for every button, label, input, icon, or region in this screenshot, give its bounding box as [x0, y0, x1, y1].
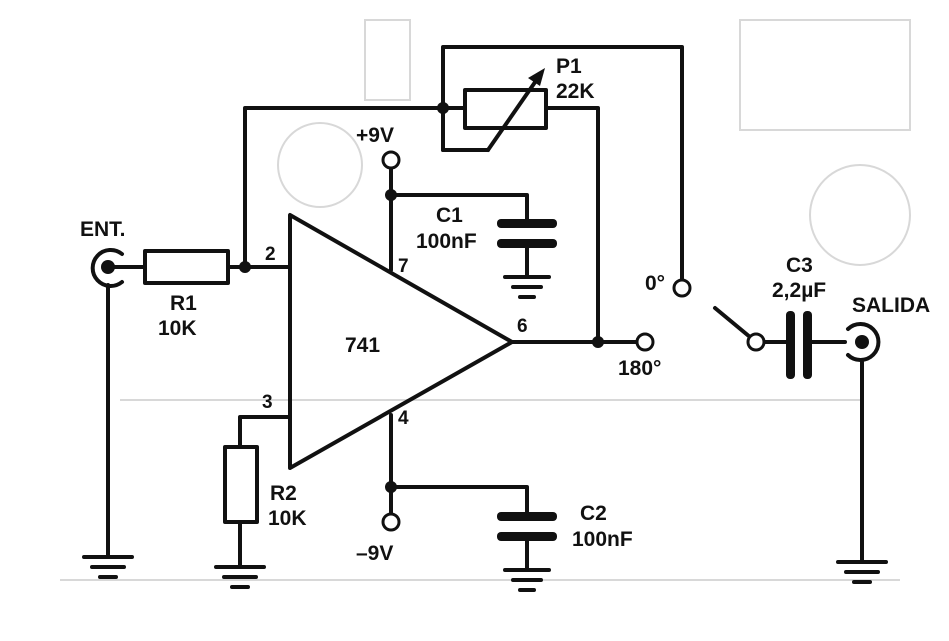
ground-symbol-r2 — [214, 565, 266, 589]
background-bleed — [60, 19, 911, 581]
c3-name: C3 — [786, 254, 813, 277]
r2-value: 10K — [268, 507, 307, 530]
output-180-terminal — [635, 332, 655, 352]
pin-7-label: 7 — [398, 256, 409, 277]
vplus-terminal — [381, 150, 401, 170]
pin-3-label: 3 — [262, 392, 273, 413]
c2-value: 100nF — [572, 528, 633, 551]
pin-2-label: 2 — [265, 244, 276, 265]
capacitor-c3 — [786, 311, 812, 379]
ground-symbol-input — [82, 555, 134, 579]
phase-180-label: 180° — [618, 357, 661, 380]
wires — [106, 45, 864, 570]
switch-0-contact — [672, 278, 692, 298]
p1-value: 22K — [556, 80, 595, 103]
r1-name: R1 — [170, 292, 197, 315]
capacitor-c1 — [497, 219, 557, 248]
c2-name: C2 — [580, 502, 607, 525]
junction-dots — [239, 102, 604, 493]
r1-value: 10K — [158, 317, 197, 340]
c1-value: 100nF — [416, 230, 477, 253]
resistor-r1 — [143, 249, 230, 285]
c3-value: 2,2µF — [772, 279, 826, 302]
vminus-terminal — [381, 512, 401, 532]
pin-4-label: 4 — [398, 408, 409, 429]
switch-common-contact — [746, 332, 766, 352]
phase-0-label: 0° — [645, 272, 665, 295]
c1-name: C1 — [436, 204, 463, 227]
opamp-741 — [288, 213, 514, 470]
vplus-label: +9V — [356, 124, 394, 147]
pin-6-label: 6 — [517, 316, 528, 337]
output-jack — [846, 322, 881, 362]
potentiometer-p1 — [441, 68, 548, 152]
output-label: SALIDA — [852, 294, 930, 317]
ground-symbol-output — [836, 560, 888, 584]
input-jack — [90, 248, 124, 288]
ground-symbol-c2 — [503, 568, 551, 592]
r2-name: R2 — [270, 482, 297, 505]
ground-symbol-c1 — [503, 275, 551, 299]
opamp-label: 741 — [345, 334, 380, 357]
input-label: ENT. — [80, 218, 126, 241]
capacitor-c2 — [497, 512, 557, 541]
resistor-r2 — [223, 445, 259, 524]
p1-name: P1 — [556, 55, 582, 78]
vminus-label: –9V — [356, 542, 393, 565]
